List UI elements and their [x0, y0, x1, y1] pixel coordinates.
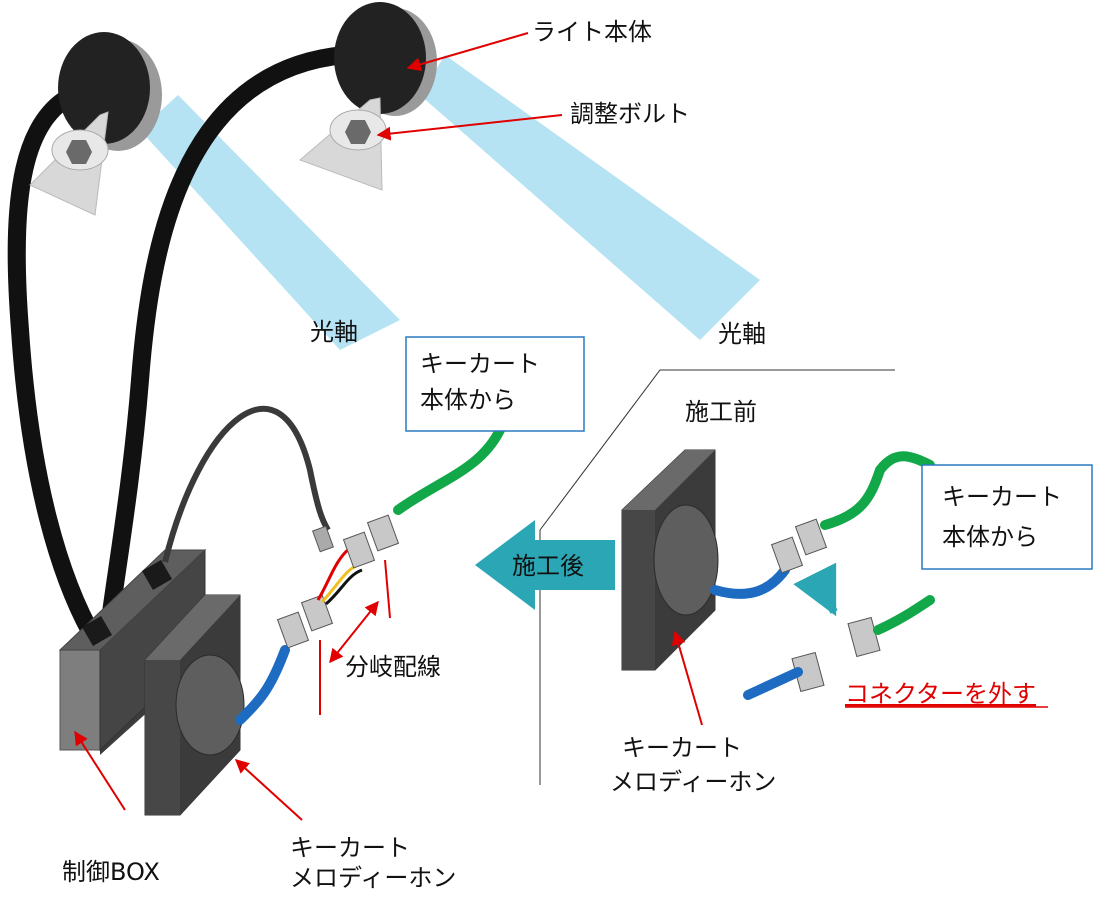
sub-cable [162, 405, 331, 563]
light-right [299, 2, 437, 191]
light-beam-left [140, 95, 400, 350]
label-disconnect-connector: コネクターを外す [845, 680, 1036, 708]
label-before-work: 施工前 [685, 398, 757, 426]
arrow-branch-wiring [329, 600, 379, 664]
connector-right-joined [770, 518, 828, 574]
wire-green-separated [873, 595, 935, 635]
arrow-adjust-bolt [376, 114, 563, 141]
light-left [29, 32, 162, 216]
light-beam-right [420, 55, 760, 340]
wire-green-left [393, 425, 505, 515]
arrow-horn-left [234, 759, 303, 821]
callout-from-kart-right [921, 464, 1093, 570]
wire-blue-right [710, 565, 790, 599]
label-control-box: 制御BOX [62, 858, 160, 886]
label-optical-axis-right: 光軸 [718, 320, 766, 348]
branch-wire-black [325, 568, 363, 606]
label-horn-left-1: キーカート [290, 834, 410, 862]
branch-wire-red [316, 546, 351, 601]
callout-from-kart-left [405, 336, 585, 432]
after-work-arrow [475, 520, 615, 610]
wire-green-right [820, 451, 935, 530]
divider-line [539, 369, 895, 785]
connector-lower-left [276, 594, 334, 649]
label-branch-wiring: 分岐配線 [345, 653, 441, 681]
wire-blue-separated [743, 667, 803, 700]
connector-right-separated-upper [847, 616, 881, 658]
label-adjust-bolt: 調整ボルト [570, 100, 690, 128]
label-horn-right-2: メロディーホン [610, 768, 776, 796]
label-from-kart-left-1: キーカート [420, 350, 540, 378]
gooseneck-cable-left [7, 81, 104, 649]
arrow-horn-right [671, 630, 703, 726]
label-light-body: ライト本体 [532, 18, 652, 46]
label-horn-right-1: キーカート [622, 734, 742, 762]
horn-left [144, 594, 245, 816]
gooseneck-cable-right [101, 46, 354, 629]
marker-line-2 [384, 559, 391, 619]
label-after-work: 施工後 [512, 552, 584, 580]
label-from-kart-right-1: キーカート [942, 483, 1062, 511]
separation-arrow [793, 562, 838, 617]
arrow-light-body [406, 32, 529, 72]
label-horn-left-2: メロディーホン [290, 864, 456, 892]
horn-right [621, 449, 719, 671]
label-from-kart-left-2: 本体から [420, 386, 516, 414]
connector-upper-left [342, 514, 400, 569]
arrow-control-box [74, 730, 126, 811]
sub-cable-connector [312, 525, 334, 553]
wire-blue-left [235, 645, 290, 725]
label-from-kart-right-2: 本体から [942, 523, 1038, 551]
label-optical-axis-left: 光軸 [310, 318, 358, 346]
